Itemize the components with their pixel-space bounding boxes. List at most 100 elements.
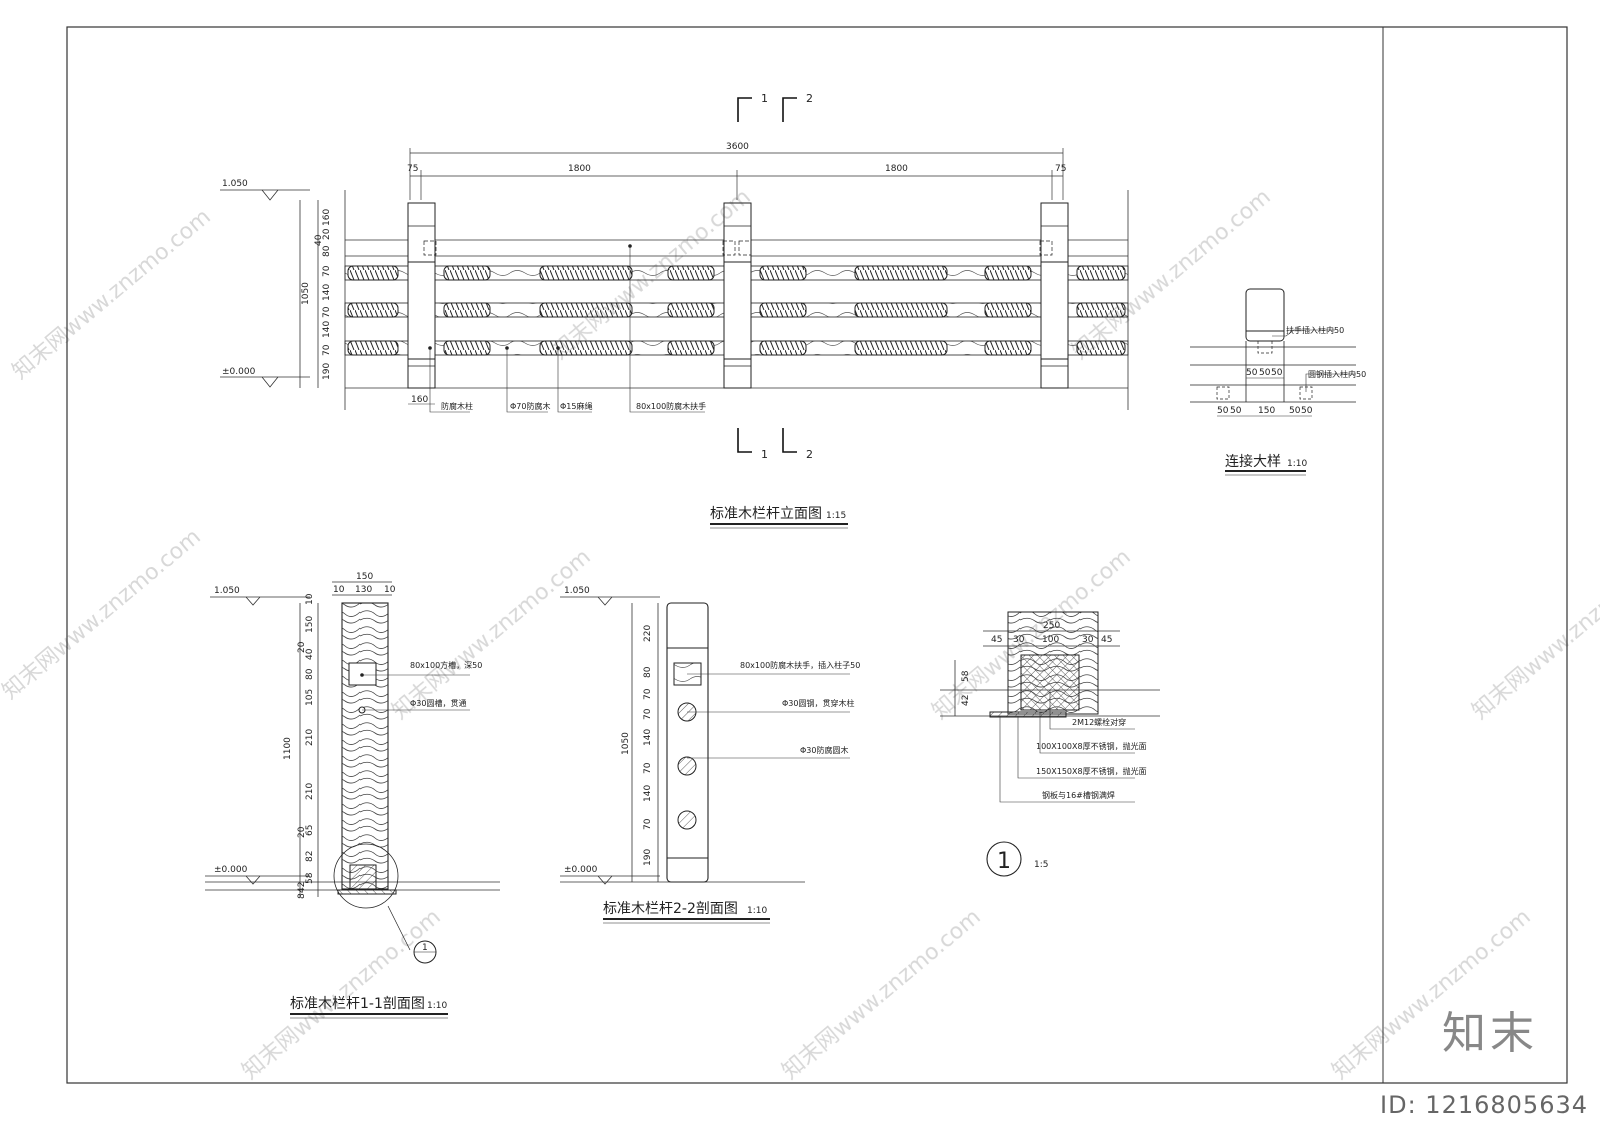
section-mark-label: 2 bbox=[806, 92, 813, 105]
brand-logo: 知末 bbox=[1442, 1008, 1538, 1059]
vdim: 160 bbox=[322, 209, 332, 226]
sheet-border bbox=[66, 26, 1568, 1084]
detail-callout-ring bbox=[333, 843, 399, 909]
vdim: 10 bbox=[305, 593, 315, 605]
conn-dim: 50 bbox=[1259, 368, 1271, 378]
note-hole: Φ30圆槽，贯通 bbox=[410, 698, 466, 708]
section-11-vertical-dims: 10 150 20 40 80 105 210 210 20 65 82 58 … bbox=[297, 593, 315, 899]
detail-scale: 1:5 bbox=[1034, 860, 1048, 870]
vdim: 190 bbox=[643, 849, 653, 866]
conn-dim: 50 bbox=[1230, 406, 1242, 416]
watermark-text: 知末网www.znzmo.com bbox=[8, 204, 216, 384]
dim-total-length: 3600 bbox=[726, 142, 749, 152]
level-bottom: ±0.000 bbox=[222, 367, 256, 377]
vdim: 220 bbox=[643, 625, 653, 642]
dim-bay-2: 1800 bbox=[885, 164, 908, 174]
watermark-text: 知末网www.znzmo.com bbox=[0, 524, 206, 704]
detail-1: 250 45 30 100 30 45 58 42 2M12螺栓对穿 100X1… bbox=[940, 611, 1160, 877]
level-top: 1.050 bbox=[564, 586, 590, 596]
det-vdim: 58 bbox=[961, 670, 971, 682]
width-right: 10 bbox=[384, 585, 396, 595]
note-steel-bar: Φ30圆钢，贯穿木柱 bbox=[782, 698, 854, 708]
rail-row-1 bbox=[344, 265, 1129, 281]
dim-total-height: 1050 bbox=[301, 282, 311, 305]
vdim: 140 bbox=[322, 321, 332, 338]
vdim: 210 bbox=[305, 729, 315, 746]
section-22-title: 标准木栏杆2-2剖面图 bbox=[603, 901, 738, 917]
conn-dim: 150 bbox=[1258, 406, 1275, 416]
dim-bay-1: 1800 bbox=[568, 164, 591, 174]
dim-left-edge: 75 bbox=[407, 164, 418, 174]
vdim: 105 bbox=[305, 689, 315, 706]
vdim: 190 bbox=[322, 363, 332, 380]
section-22-vertical-dims: 220 80 70 70 140 70 140 70 190 bbox=[643, 625, 653, 866]
vdim: 40 bbox=[314, 234, 324, 246]
section-2-2: 1.050 ±0.000 1050 220 80 70 70 140 70 14… bbox=[560, 586, 860, 924]
vdim: 70 bbox=[643, 818, 653, 830]
level-bottom: ±0.000 bbox=[564, 865, 598, 875]
dim-total-height: 1100 bbox=[283, 737, 293, 760]
connection-scale: 1:10 bbox=[1287, 459, 1307, 469]
section-mark-label: 2 bbox=[806, 448, 813, 461]
vdim: 70 bbox=[322, 344, 332, 356]
conn-dim: 50 bbox=[1246, 368, 1258, 378]
section-mark-label: 1 bbox=[761, 448, 768, 461]
det-dim: 45 bbox=[991, 635, 1002, 645]
width-total: 150 bbox=[356, 572, 373, 582]
dim-post-width: 160 bbox=[411, 395, 428, 405]
section-11-title: 标准木栏杆1-1剖面图 bbox=[290, 996, 425, 1012]
elevation-scale: 1:15 bbox=[826, 511, 846, 521]
callout-number: 1 bbox=[422, 943, 428, 953]
label-wood-rail: Φ70防腐木 bbox=[510, 401, 550, 411]
note-plate-100: 100X100X8厚不锈钢，抛光面 bbox=[1036, 741, 1147, 751]
watermark-text: 知末网www.znzmo.com bbox=[1468, 544, 1600, 724]
vdim: 40 bbox=[305, 648, 315, 660]
conn-dim: 50 bbox=[1301, 406, 1313, 416]
conn-dim: 50 bbox=[1289, 406, 1301, 416]
vdim: 65 bbox=[305, 825, 315, 836]
conn-dim: 50 bbox=[1271, 368, 1283, 378]
level-top: 1.050 bbox=[222, 179, 248, 189]
conn-dim: 50 bbox=[1217, 406, 1229, 416]
elevation-view: 1 2 1 2 3600 75 1800 1800 75 1.050 ±0 bbox=[220, 92, 1129, 529]
vdim: 42 bbox=[297, 882, 307, 893]
note-handrail-insert: 扶手插入柱内50 bbox=[1286, 325, 1344, 335]
vdim: 20 bbox=[322, 228, 332, 240]
note-slot: 80x100方槽，深50 bbox=[410, 660, 482, 670]
vdim: 70 bbox=[643, 708, 653, 720]
vdim: 80 bbox=[643, 666, 653, 678]
label-rope: Φ15麻绳 bbox=[560, 401, 592, 411]
label-handrail: 80x100防腐木扶手 bbox=[636, 401, 706, 411]
connection-detail: 扶手插入柱内50 圆钢插入柱内50 50 50 50 50 50 150 50 … bbox=[1190, 288, 1366, 476]
watermark-text: 知末网www.znzmo.com bbox=[388, 544, 596, 724]
note-handrail: 80x100防腐木扶手，插入柱子50 bbox=[740, 660, 860, 670]
det-dim: 45 bbox=[1101, 635, 1112, 645]
watermark-text: 知末网www.znzmo.com bbox=[238, 904, 446, 1084]
dim-right-edge: 75 bbox=[1055, 164, 1066, 174]
note-weld: 钢板与16#槽钢满焊 bbox=[1042, 790, 1115, 800]
drawing-id: ID: 1216805634 bbox=[1380, 1091, 1588, 1119]
watermark: 知末网www.znzmo.com 知末网www.znzmo.com 知末网www… bbox=[0, 184, 1600, 1084]
det-vdim: 42 bbox=[961, 695, 971, 706]
vdim: 70 bbox=[322, 265, 332, 277]
elevation-vertical-dims: 160 40 20 80 70 140 70 140 70 190 bbox=[314, 209, 332, 380]
note-steel-insert: 圆钢插入柱内50 bbox=[1308, 369, 1366, 379]
vdim: 58 bbox=[305, 872, 315, 884]
vdim: 70 bbox=[643, 688, 653, 700]
watermark-text: 知末网www.znzmo.com bbox=[778, 904, 986, 1084]
level-bottom: ±0.000 bbox=[214, 865, 248, 875]
dim-total-height: 1050 bbox=[621, 732, 631, 755]
note-wood-bar: Φ30防腐圆木 bbox=[800, 745, 848, 755]
vdim: 140 bbox=[643, 729, 653, 746]
label-post: 防腐木柱 bbox=[441, 401, 473, 411]
vdim: 140 bbox=[322, 284, 332, 301]
vdim: 210 bbox=[305, 783, 315, 800]
width-center: 130 bbox=[355, 585, 372, 595]
section-1-1: 1.050 ±0.000 150 10 130 10 1100 10 150 2… bbox=[205, 572, 500, 1019]
vdim: 20 bbox=[297, 641, 307, 653]
elevation-title: 标准木栏杆立面图 bbox=[710, 506, 822, 522]
vdim: 82 bbox=[305, 851, 315, 862]
section-11-scale: 1:10 bbox=[427, 1001, 447, 1011]
connection-title: 连接大样 bbox=[1225, 453, 1281, 470]
section-mark-top bbox=[737, 97, 797, 453]
